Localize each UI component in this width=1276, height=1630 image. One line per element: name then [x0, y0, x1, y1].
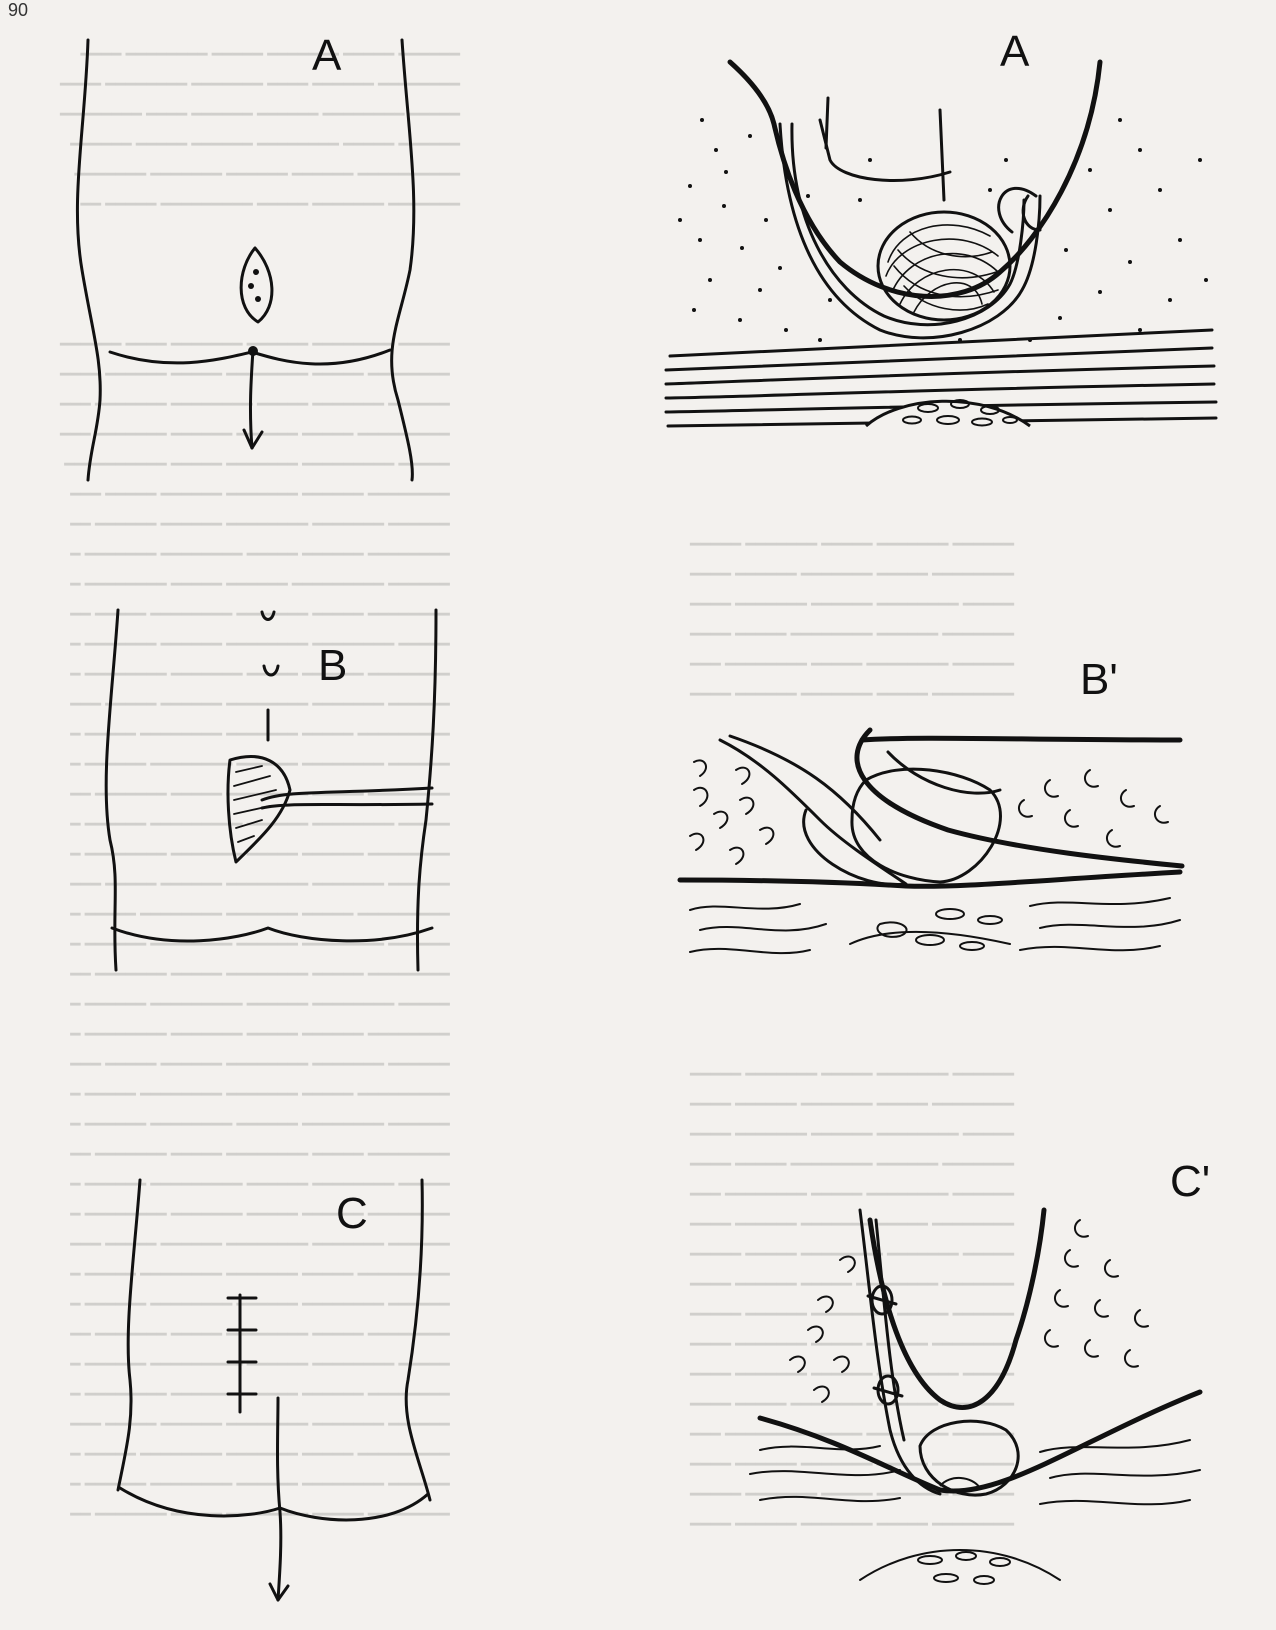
- section-b-label: B': [1080, 655, 1118, 704]
- section-b-skin-outline: [680, 730, 1182, 886]
- section-c-nodule: [920, 1421, 1018, 1495]
- figure-c-label: C: [336, 1189, 368, 1238]
- figure-a-back-view: [77, 40, 413, 480]
- figure-c-back-view: [118, 1180, 430, 1600]
- section-c-suture-track: [860, 1210, 940, 1494]
- figure-a-sinus-pits: [248, 269, 261, 356]
- section-b-cavity: [720, 736, 1000, 885]
- section-c-label: C': [1170, 1157, 1210, 1206]
- figure-b-back-view: [106, 610, 436, 970]
- page-number: 90: [8, 0, 28, 20]
- figure-b-wound-hatching: [234, 766, 276, 842]
- section-c-deep-tissue: [750, 1440, 1200, 1584]
- section-a-hair-nest: [878, 212, 1010, 320]
- figure-a-label: A: [312, 31, 342, 80]
- figure-b-label: B: [318, 641, 347, 690]
- section-c-fat-lobules: [790, 1220, 1148, 1402]
- section-b-deep-tissue: [690, 898, 1180, 953]
- section-b-fat-lobules: [690, 760, 1168, 864]
- section-a-label: A: [1000, 27, 1030, 76]
